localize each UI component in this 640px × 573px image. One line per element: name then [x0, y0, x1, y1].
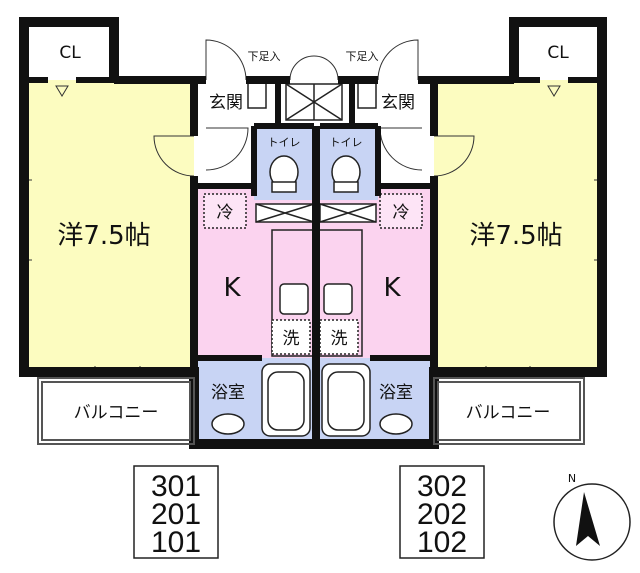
western-room-left-floor: [24, 80, 194, 372]
closet-left-label: CL: [59, 43, 81, 63]
washer-left-label: 洗: [283, 329, 300, 349]
basin-right: [379, 413, 413, 435]
unit-left-top: 301: [151, 470, 201, 503]
toilet-right-label: トイレ: [330, 136, 363, 149]
compass-needle: [576, 492, 600, 546]
balcony-right-label: バルコニー: [466, 403, 551, 423]
fridge-left-label: 冷: [217, 203, 234, 223]
shelf-right-cross: [319, 203, 377, 223]
unit-left-mid: 201: [151, 498, 201, 531]
western-room-right-floor: [434, 80, 602, 372]
door-swing-toilet-right: [379, 127, 423, 171]
washer-left-space: [271, 319, 311, 355]
unit-boxes: [133, 465, 485, 559]
bathtub-right: [321, 363, 371, 437]
bathtub-left: [261, 363, 311, 437]
washer-right-space: [319, 319, 359, 355]
toilet-tank-left: [271, 181, 297, 193]
unit-box-left: [133, 465, 219, 559]
fridge-left-space: [203, 193, 247, 229]
compass: [553, 483, 631, 561]
closet-right-floor: [514, 22, 602, 80]
shelf-left-cross: [255, 203, 315, 223]
fridge-right-label: 冷: [393, 203, 410, 223]
door-swing-entrance-left: [205, 39, 247, 81]
entrance-walls: [275, 80, 355, 126]
door-swing-room-left: [153, 135, 195, 177]
balcony-left-frame: [37, 377, 195, 445]
unit-right-bottom: 102: [417, 526, 467, 559]
entrance-left-label: 玄関: [209, 93, 243, 113]
compass-north-label: N: [568, 472, 576, 485]
shoe-storage-left-label: 下足入: [248, 50, 281, 63]
unit-box-right: [399, 465, 485, 559]
sink-left: [279, 283, 309, 315]
shoe-storage-right-label: 下足入: [346, 50, 379, 63]
balcony-right-inner: [437, 381, 581, 441]
unit-right-mid: 202: [417, 498, 467, 531]
balcony-left-label: バルコニー: [74, 403, 159, 423]
shoe-box-right: [357, 79, 377, 109]
kitchen-right-label: K: [383, 273, 401, 303]
basin-left: [211, 413, 245, 435]
closet-left-floor: [24, 22, 114, 80]
balconies: [37, 377, 585, 445]
western-room-right-label: 洋7.5帖: [469, 221, 562, 251]
toilet-left-label: トイレ: [268, 136, 301, 149]
door-swing-toilet-left: [205, 127, 249, 171]
washer-right-label: 洗: [331, 329, 348, 349]
door-swing-entrance-right: [377, 39, 419, 81]
bath-left-label: 浴室: [211, 383, 245, 403]
labels: CL CL 洋7.5帖 洋7.5帖 玄関 玄関 下足入 下足入 トイレ トイレ …: [57, 43, 576, 559]
door-swing-room-right: [433, 135, 475, 177]
shoe-box-left: [247, 79, 267, 109]
fridge-right-space: [379, 193, 423, 229]
closet-right-label: CL: [547, 43, 569, 63]
bathtub-left-inner: [267, 371, 305, 431]
western-room-left-label: 洋7.5帖: [57, 221, 150, 251]
closet-marker-left: [55, 85, 69, 97]
toilet-tank-right: [333, 181, 359, 193]
unit-right-top: 302: [417, 470, 467, 503]
entrance-right-label: 玄関: [381, 93, 415, 113]
closet-marker-right: [547, 85, 561, 97]
bath-right-label: 浴室: [379, 383, 413, 403]
balcony-left-inner: [41, 381, 191, 441]
kitchen-left-label: K: [223, 273, 241, 303]
door-swing-pipe: [289, 55, 339, 81]
bathtub-right-inner: [327, 371, 365, 431]
pipe-space-cross: [285, 83, 343, 121]
unit-left-bottom: 101: [151, 526, 201, 559]
balcony-right-frame: [433, 377, 585, 445]
sink-right: [323, 283, 353, 315]
fixtures: [203, 79, 423, 437]
